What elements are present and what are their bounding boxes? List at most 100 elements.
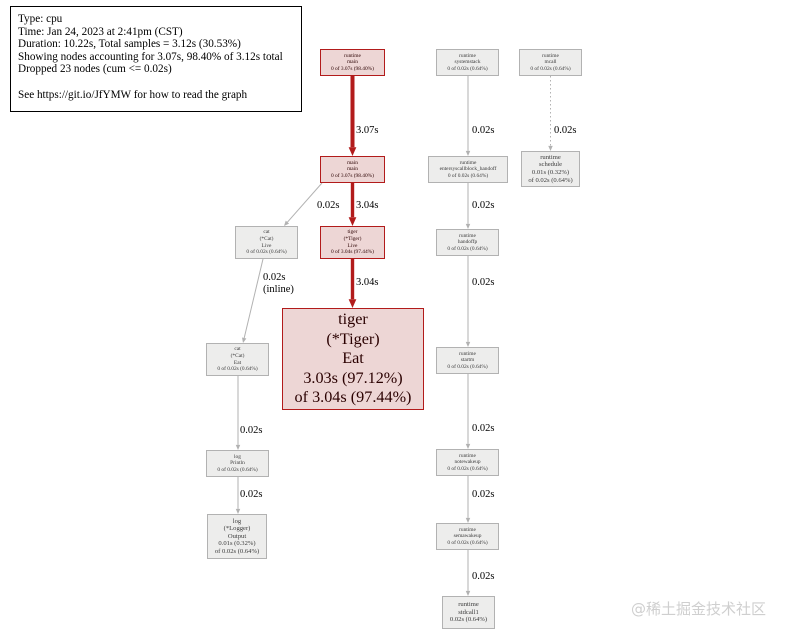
edge-label-text: 0.02s — [317, 200, 340, 211]
edge-arrowhead — [235, 508, 241, 514]
node-text: runtime — [459, 159, 477, 166]
edge-arrowhead — [548, 145, 553, 151]
graph-legend: Type: cpu Time: Jan 24, 2023 at 2:41pm (… — [10, 6, 302, 112]
edge-arrowhead — [465, 341, 471, 347]
node-text: Live — [347, 242, 358, 249]
node-text: 0 of 0.02s (0.64%) — [447, 172, 489, 179]
node-text: Output — [227, 532, 247, 540]
edge-label-text: 0.02s — [472, 200, 495, 211]
node-text: runtime — [458, 601, 479, 609]
node-text: Eat — [342, 349, 364, 368]
node-text: runtime — [459, 452, 476, 459]
node-text: 0 of 0.02s (0.64%) — [447, 539, 488, 546]
node-text: handoffp — [457, 239, 478, 246]
node-text: stdcall1 — [458, 608, 479, 616]
node-text: runtime — [540, 153, 561, 161]
node-text: 0 of 0.02s (0.64%) — [447, 465, 488, 472]
node-text: 0 of 0.02s (0.64%) — [447, 245, 488, 252]
edge-label-cat-live--cat-eat: 0.02s(inline) — [263, 272, 294, 296]
edge-arrowhead — [465, 443, 471, 449]
node-text: tiger — [347, 229, 358, 236]
edge-label-text: (inline) — [263, 284, 294, 295]
legend-showing: Showing nodes accounting for 3.07s, 98.4… — [18, 50, 283, 63]
edge-label-text: 0.02s — [554, 125, 577, 136]
node-text: runtime — [459, 232, 476, 239]
edge-label-text: 0.02s — [472, 125, 495, 136]
node-text: main — [347, 166, 358, 173]
node-text: of 0.02s (0.64%) — [528, 176, 573, 184]
node-text: semawakeup — [453, 533, 482, 540]
node-text: Println — [230, 460, 245, 467]
edge-arrowhead — [348, 147, 357, 156]
node-text: 0 of 3.07s (98.40%) — [331, 65, 374, 72]
edge-arrowhead — [242, 337, 247, 343]
node-text: runtime — [344, 52, 361, 59]
edge-label-text: 3.04s — [356, 200, 379, 211]
node-text: cat — [234, 346, 241, 353]
node-text: 0.01s (0.32%) — [531, 169, 570, 176]
node-text: mcall — [544, 59, 557, 66]
node-text: main — [347, 59, 358, 66]
edge-label-text: 0.02s — [240, 489, 263, 500]
edge-arrowhead — [348, 299, 357, 308]
node-text: systemstack — [454, 59, 481, 66]
node-text: (*Cat) — [230, 352, 245, 359]
node-text: schedule — [538, 161, 563, 169]
node-text: runtime — [459, 52, 476, 59]
node-text: runtime — [459, 350, 476, 357]
edge-label-text: 0.02s — [240, 425, 263, 436]
node-text: 0.01s (0.32%) — [218, 540, 256, 548]
edge-label-systemstack--handoff: 0.02s — [472, 125, 494, 137]
node-text: notewakeup — [454, 459, 481, 466]
edge-label-log-println--log-output: 0.02s — [240, 489, 262, 501]
node-text: startm — [460, 357, 475, 364]
edge-arrowhead — [235, 444, 241, 450]
edge-label-handoff--handoffp: 0.02s — [472, 200, 494, 212]
node-text: 3.03s (97.12%) — [303, 368, 403, 387]
node-text: cat — [263, 229, 270, 236]
node-text: log — [232, 517, 242, 525]
edge-label-mcall--schedule: 0.02s — [554, 125, 576, 137]
edge-arrowhead — [465, 517, 471, 523]
node-text: runtime — [542, 52, 559, 59]
node-text: log — [234, 453, 241, 460]
node-text: (*Cat) — [259, 235, 274, 242]
node-text: 0 of 0.02s (0.64%) — [530, 65, 571, 72]
legend-duration: Duration: 10.22s, Total samples = 3.12s … — [18, 38, 241, 51]
node-text: 0 of 0.02s (0.64%) — [217, 366, 258, 373]
node-text: of 0.02s (0.64%) — [214, 547, 260, 555]
node-text: 0 of 3.04s (97.44%) — [331, 249, 374, 256]
edge-label-text: 0.02s — [472, 489, 495, 500]
node-text: runtime — [459, 526, 476, 533]
node-text: 0 of 0.02s (0.64%) — [447, 65, 488, 72]
node-text: tiger — [338, 310, 368, 329]
legend-dropped: Dropped 23 nodes (cum <= 0.02s) — [18, 63, 172, 76]
edge-label-main-main--tiger-live: 3.04s — [356, 200, 378, 212]
edge-label-startm--notewakeup: 0.02s — [472, 423, 494, 435]
legend-help-link[interactable]: See https://git.io/JfYMW for how to read… — [18, 88, 248, 101]
node-text: 0 of 0.02s (0.64%) — [217, 466, 258, 473]
edge-arrowhead — [465, 590, 471, 596]
node-text: 0.02s (0.64%) — [449, 616, 488, 624]
edge-label-text: 3.04s — [356, 277, 379, 288]
node-text: (*Tiger) — [343, 235, 362, 242]
edge-label-text: 0.02s — [472, 423, 495, 434]
edge-label-text: 0.02s — [472, 277, 495, 288]
